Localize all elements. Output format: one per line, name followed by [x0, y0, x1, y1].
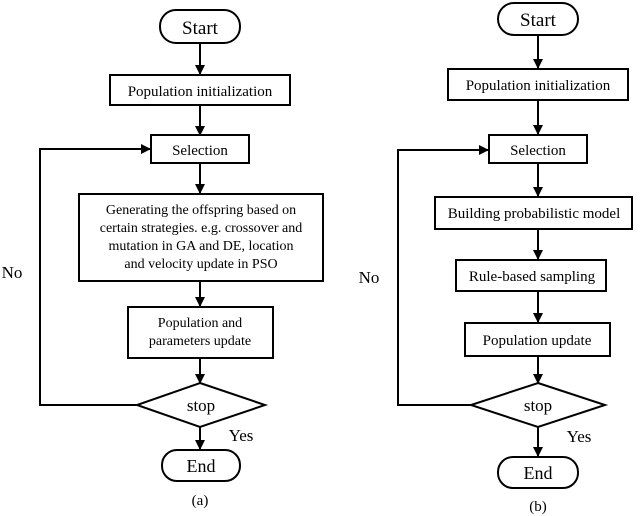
- model-label: Building probabilistic model: [448, 206, 621, 222]
- caption: (b): [529, 499, 547, 515]
- sampling-node: Rule-based sampling: [455, 259, 607, 292]
- selection-node: Selection: [150, 134, 250, 164]
- end-node: End: [497, 456, 579, 489]
- generate-label-3: mutation in GA and DE, location: [108, 239, 293, 254]
- caption: (a): [192, 493, 209, 509]
- decision-label: stop: [187, 396, 215, 415]
- update-label-1: Population and: [158, 316, 242, 331]
- generate-node: Generating the offspring based on certai…: [78, 193, 324, 282]
- decision-node: stop: [467, 381, 609, 429]
- flowchart-b: Start Population initialization Selectio…: [359, 2, 633, 515]
- start-label: Start: [182, 18, 219, 39]
- update-node: Population and parameters update: [127, 306, 274, 359]
- update-label-2: parameters update: [149, 334, 251, 349]
- update-node: Population update: [464, 322, 611, 357]
- init-node: Population initialization: [109, 74, 291, 106]
- decision-label: stop: [524, 396, 552, 415]
- model-node: Building probabilistic model: [434, 196, 633, 230]
- end-node: End: [161, 449, 241, 482]
- selection-label: Selection: [172, 143, 228, 159]
- yes-label: Yes: [229, 426, 254, 445]
- init-node: Population initialization: [447, 68, 629, 101]
- selection-node: Selection: [488, 134, 588, 164]
- end-label: End: [524, 463, 553, 483]
- no-label: No: [359, 268, 380, 287]
- flowchart-a: Start Population initialization Selectio…: [2, 9, 324, 509]
- edge-no-loop: [397, 145, 489, 406]
- generate-label-1: Generating the offspring based on: [106, 203, 296, 218]
- generate-label-4: and velocity update in PSO: [124, 257, 277, 272]
- update-label: Population update: [483, 333, 592, 349]
- start-node: Start: [159, 9, 241, 44]
- selection-label: Selection: [510, 143, 566, 159]
- start-label: Start: [520, 10, 557, 31]
- yes-label: Yes: [567, 427, 592, 446]
- no-label: No: [2, 263, 23, 282]
- edge-no-loop: [39, 144, 151, 406]
- generate-label-2: certain strategies. e.g. crossover and: [100, 221, 303, 236]
- end-label: End: [187, 456, 216, 476]
- start-node: Start: [497, 2, 579, 36]
- sampling-label: Rule-based sampling: [469, 269, 596, 285]
- init-label: Population initialization: [128, 84, 273, 100]
- decision-node: stop: [133, 381, 269, 429]
- init-label: Population initialization: [466, 78, 611, 94]
